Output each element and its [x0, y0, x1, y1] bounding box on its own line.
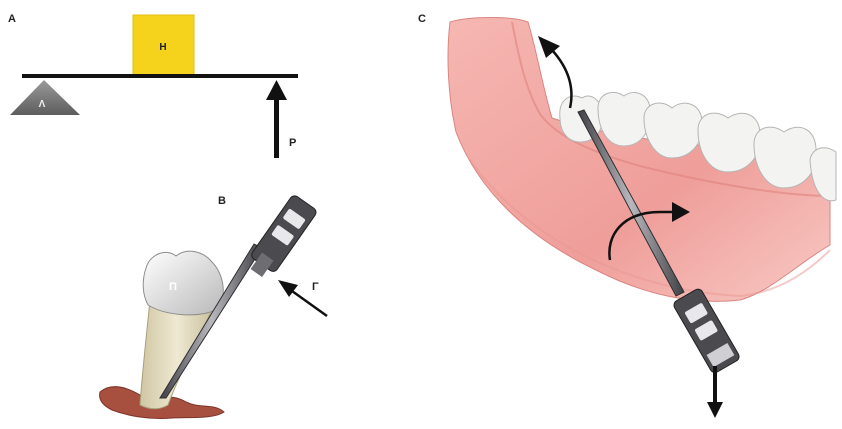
force-label-g: Γ	[312, 281, 319, 293]
force-arrow-up-icon	[266, 80, 287, 158]
panel-a-letter: A	[8, 13, 16, 25]
panel-b: B Π Γ	[100, 194, 327, 419]
tooth-label: Π	[169, 281, 177, 293]
force-arrow-b-icon	[278, 280, 327, 316]
panel-b-letter: B	[218, 195, 226, 207]
fulcrum-label: Λ	[39, 99, 46, 110]
panel-c: C	[418, 13, 836, 418]
tooth-root	[140, 300, 214, 409]
tooth-crown	[143, 251, 223, 315]
lever-beam	[22, 74, 298, 78]
force-label-p: P	[289, 137, 296, 149]
load-label: H	[159, 42, 166, 53]
panel-a: A H Λ P	[8, 13, 298, 158]
panel-c-letter: C	[418, 13, 426, 25]
force-arrow-down-icon	[707, 366, 723, 418]
